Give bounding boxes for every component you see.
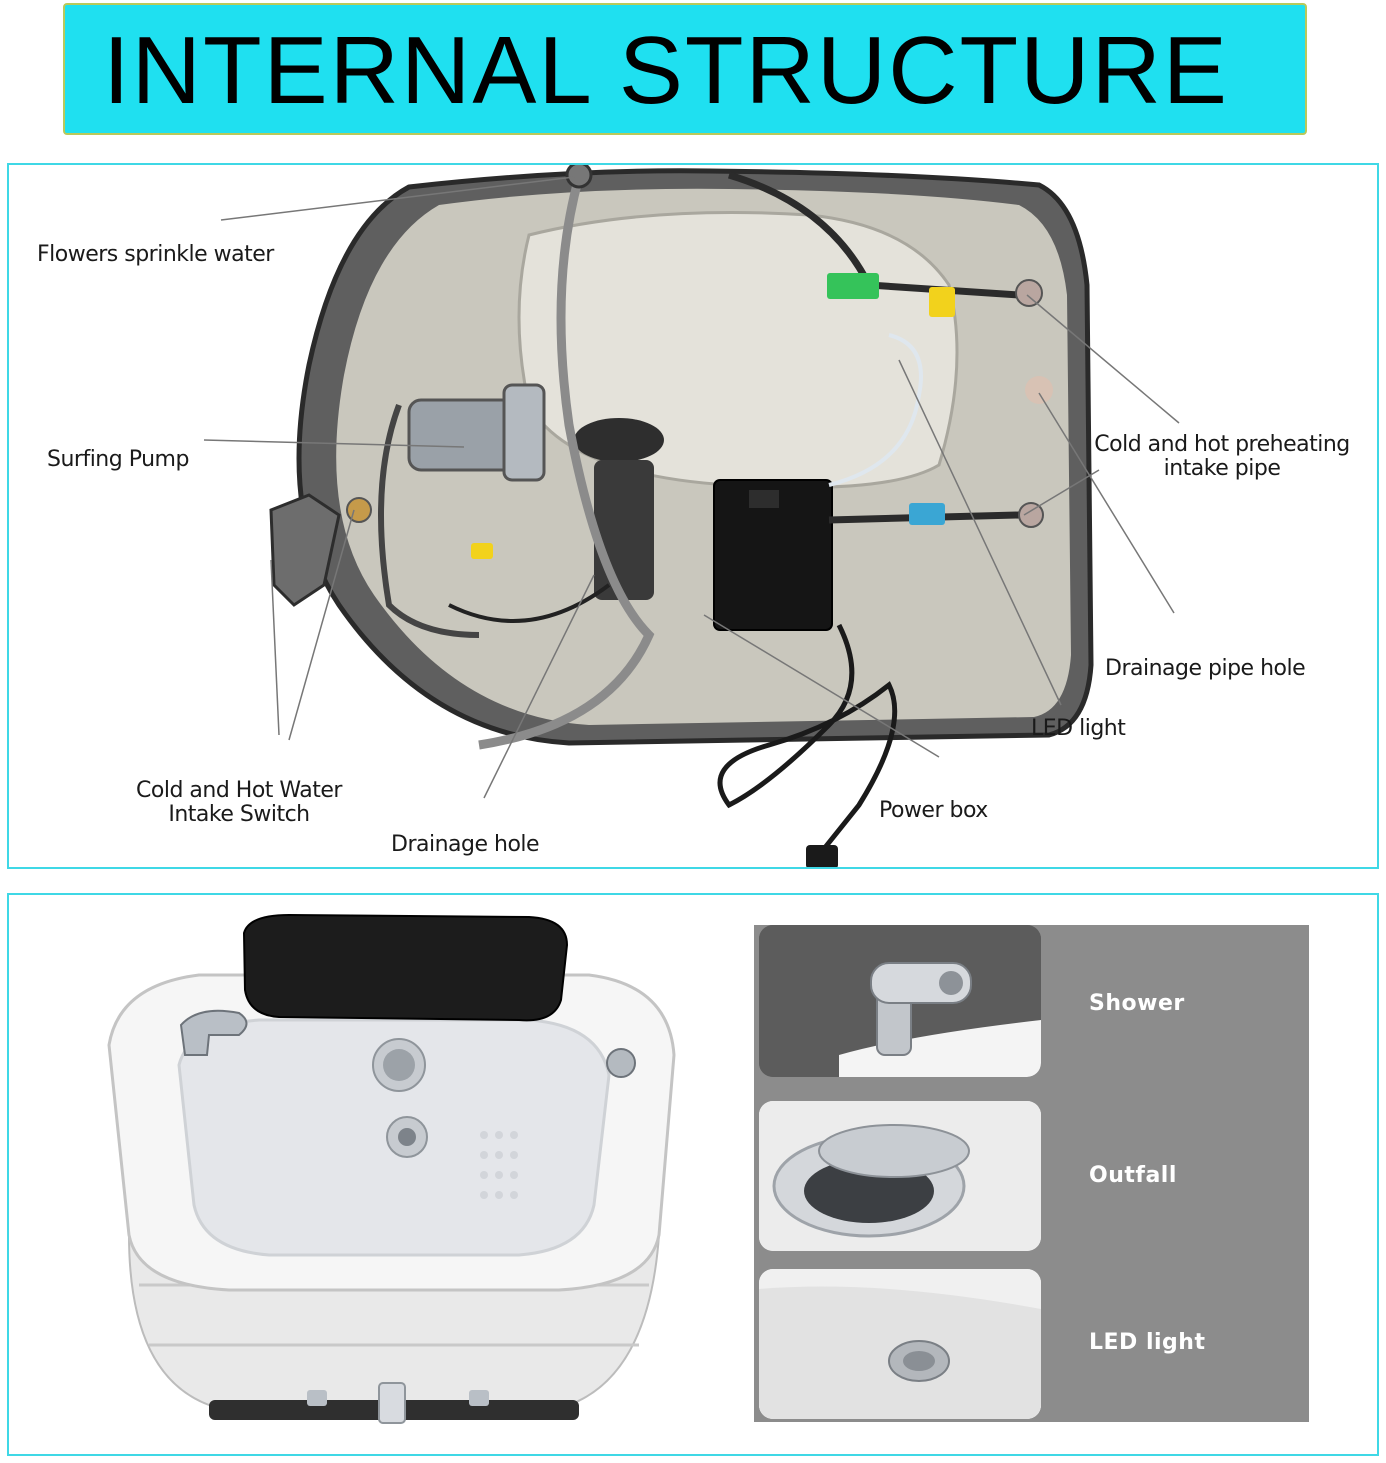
callout-drainage-pipe-hole: Drainage pipe hole [1105,656,1306,681]
callout-flowers-sprinkle-water: Flowers sprinkle water [37,242,274,267]
drain-plug-icon [759,1101,1041,1251]
feature-label-led-light: LED light [1089,1330,1206,1355]
page-title: INTERNAL STRUCTURE [103,17,1229,124]
foot-basin-illustration [107,913,676,1424]
title-banner: INTERNAL STRUCTURE [63,3,1307,135]
feature-photo-led-light [759,1269,1041,1419]
feature-strip: Shower Outfall LED light [754,925,1309,1422]
callout-intake-pipe-line2: intake pipe [1163,456,1281,481]
product-panel: Shower Outfall LED light [7,893,1379,1456]
callout-intake-switch: Cold and Hot Water Intake Switch [119,779,359,827]
basin-underside-illustration [203,165,1180,867]
callout-intake-switch-line1: Cold and Hot Water [136,778,342,803]
callout-intake-pipe-line1: Cold and hot preheating [1094,432,1350,457]
internal-structure-panel: Flowers sprinkle water Surfing Pump Cold… [7,163,1379,869]
feature-photo-outfall [759,1101,1041,1251]
callout-drainage-hole: Drainage hole [391,832,540,857]
callout-intake-pipe: Cold and hot preheating intake pipe [1077,433,1367,481]
callout-led-light: LED light [1031,716,1126,741]
callout-power-box: Power box [879,798,988,823]
callout-intake-switch-line2: Intake Switch [168,802,310,827]
feature-label-shower: Shower [1089,991,1185,1016]
feature-photo-shower [759,925,1041,1077]
feature-label-outfall: Outfall [1089,1163,1177,1188]
shower-head-icon [759,925,1041,1077]
callout-surfing-pump: Surfing Pump [47,447,189,472]
led-light-icon [759,1269,1041,1419]
